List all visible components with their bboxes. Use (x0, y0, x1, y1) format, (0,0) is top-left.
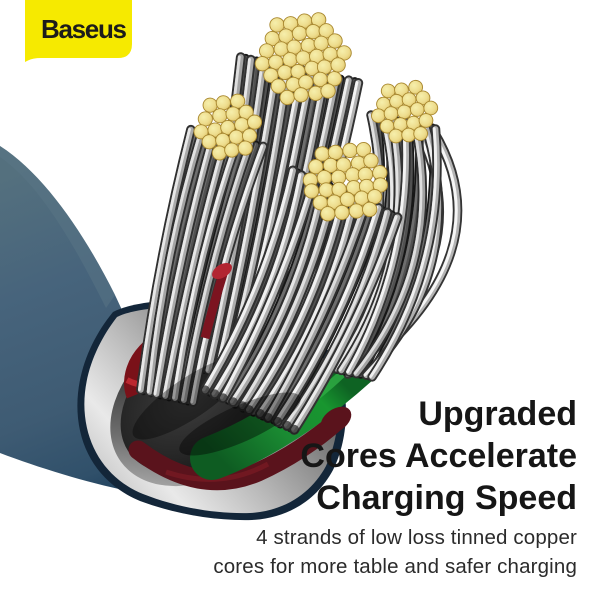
svg-text:Baseus: Baseus (41, 14, 127, 44)
